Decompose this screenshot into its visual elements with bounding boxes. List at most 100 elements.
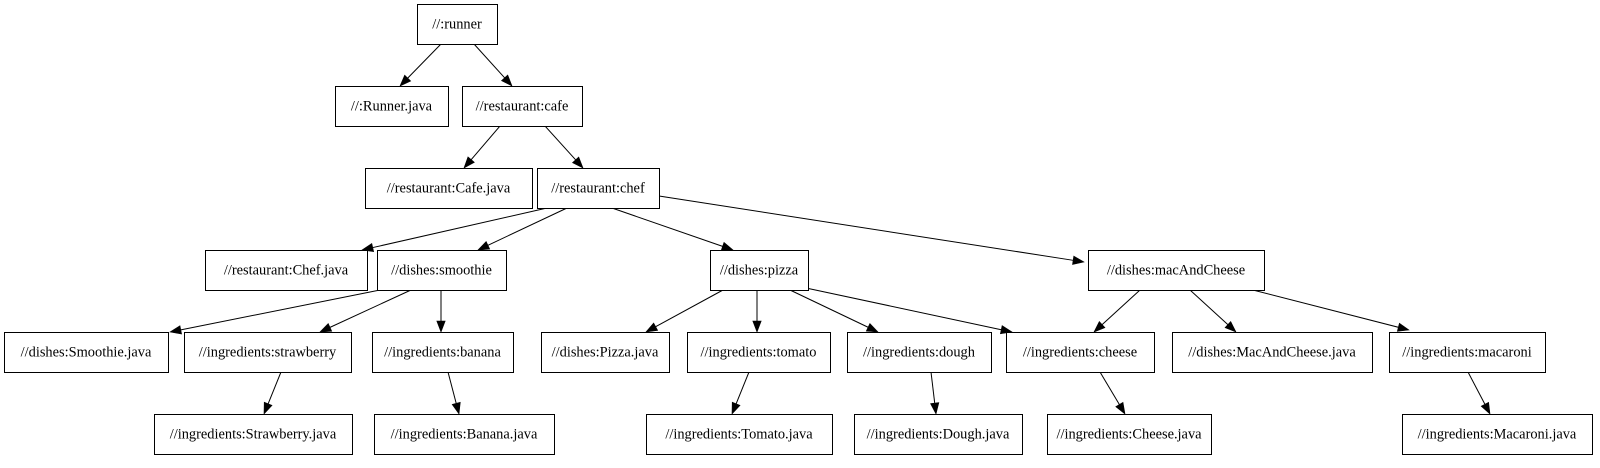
node-label: //dishes:Pizza.java — [552, 344, 659, 360]
node-label: //ingredients:tomato — [701, 344, 817, 360]
edge-arrowhead — [169, 325, 182, 335]
graph-node-restaurant_chef[interactable]: //restaurant:chef — [537, 168, 660, 209]
graph-node-runner[interactable]: //:runner — [417, 4, 498, 45]
graph-edge — [645, 289, 724, 333]
graph-node-dishes_macandcheese[interactable]: //dishes:macAndCheese — [1088, 250, 1265, 291]
edge-line — [1467, 371, 1486, 405]
node-label: //restaurant:Cafe.java — [387, 180, 511, 196]
node-box[interactable] — [184, 332, 352, 373]
edge-line — [1099, 371, 1120, 405]
edge-arrowhead — [319, 323, 333, 333]
node-label: //dishes:macAndCheese — [1107, 262, 1245, 278]
node-box[interactable] — [847, 332, 992, 373]
node-box[interactable] — [537, 168, 660, 209]
node-box[interactable] — [1402, 414, 1593, 455]
edge-arrowhead — [930, 402, 940, 415]
graph-node-ing_macaroni[interactable]: //ingredients:macaroni — [1389, 332, 1546, 373]
graph-node-restaurant_cafe[interactable]: //restaurant:cafe — [462, 86, 583, 127]
node-box[interactable] — [710, 250, 809, 291]
edge-arrowhead — [865, 322, 879, 333]
edge-arrowhead — [731, 401, 741, 415]
graph-node-ing_dough_java[interactable]: //ingredients:Dough.java — [854, 414, 1023, 455]
edge-line — [267, 371, 282, 404]
node-label: //ingredients:Macaroni.java — [1418, 426, 1577, 442]
node-box[interactable] — [335, 86, 449, 127]
graph-edge — [463, 125, 501, 169]
node-box[interactable] — [1047, 414, 1212, 455]
node-box[interactable] — [462, 86, 583, 127]
edge-arrowhead — [500, 74, 513, 87]
graph-node-restaurant_chef_java[interactable]: //restaurant:Chef.java — [205, 250, 368, 291]
graph-edge — [319, 289, 412, 333]
graph-edge — [805, 287, 1013, 335]
graph-edge — [169, 289, 381, 335]
edge-arrowhead — [399, 74, 412, 87]
graph-node-ing_strawberry_java[interactable]: //ingredients:Strawberry.java — [154, 414, 353, 455]
graph-node-dishes_smoothie_java[interactable]: //dishes:Smoothie.java — [4, 332, 169, 373]
graph-node-ing_banana[interactable]: //ingredients:banana — [372, 332, 514, 373]
node-label: //ingredients:dough — [863, 344, 975, 360]
node-box[interactable] — [154, 414, 353, 455]
edge-arrowhead — [1396, 322, 1410, 332]
graph-edge — [1189, 289, 1237, 333]
graph-node-dishes_mac_java[interactable]: //dishes:MacAndCheese.java — [1172, 332, 1373, 373]
node-label: //:runner — [432, 16, 482, 32]
edge-line — [930, 371, 936, 404]
node-label: //ingredients:Strawberry.java — [170, 426, 337, 442]
graph-node-ing_cheese_java[interactable]: //ingredients:Cheese.java — [1047, 414, 1212, 455]
graph-node-dishes_pizza_java[interactable]: //dishes:Pizza.java — [541, 332, 670, 373]
node-label: //ingredients:Tomato.java — [665, 426, 813, 442]
node-box[interactable] — [205, 250, 368, 291]
graph-node-dishes_pizza[interactable]: //dishes:pizza — [710, 250, 809, 291]
node-label: //dishes:smoothie — [391, 262, 492, 278]
graph-edge — [731, 371, 750, 415]
node-box[interactable] — [1389, 332, 1546, 373]
node-box[interactable] — [541, 332, 670, 373]
graph-node-runner_java[interactable]: //:Runner.java — [335, 86, 449, 127]
edge-line — [487, 207, 568, 246]
node-label: //ingredients:banana — [384, 344, 501, 360]
edge-line — [447, 371, 457, 404]
node-box[interactable] — [4, 332, 169, 373]
node-box[interactable] — [1088, 250, 1265, 291]
graph-edge — [361, 207, 548, 253]
graph-edge — [473, 43, 513, 87]
node-box[interactable] — [374, 414, 555, 455]
node-box[interactable] — [372, 332, 514, 373]
node-label: //ingredients:Cheese.java — [1056, 426, 1202, 442]
node-box[interactable] — [646, 414, 833, 455]
edge-arrowhead — [1093, 320, 1106, 333]
edge-arrowhead — [463, 156, 475, 169]
graph-edge — [658, 195, 1085, 265]
graph-node-ing_macaroni_java[interactable]: //ingredients:Macaroni.java — [1402, 414, 1593, 455]
node-box[interactable] — [1172, 332, 1373, 373]
node-box[interactable] — [854, 414, 1023, 455]
node-label: //ingredients:strawberry — [199, 344, 337, 360]
nodes-layer: //:runner //:Runner.java //restaurant:cafe… — [4, 4, 1593, 455]
node-label: //:Runner.java — [351, 98, 433, 114]
graph-node-ing_cheese[interactable]: //ingredients:cheese — [1006, 332, 1155, 373]
graph-node-dishes_smoothie[interactable]: //dishes:smoothie — [377, 250, 507, 291]
node-label: //restaurant:Chef.java — [224, 262, 349, 278]
graph-node-ing_tomato_java[interactable]: //ingredients:Tomato.java — [646, 414, 833, 455]
graph-node-ing_strawberry[interactable]: //ingredients:strawberry — [184, 332, 352, 373]
edge-arrowhead — [571, 156, 584, 169]
edge-arrowhead — [645, 322, 659, 333]
node-box[interactable] — [687, 332, 831, 373]
node-box[interactable] — [1006, 332, 1155, 373]
node-box[interactable] — [377, 250, 507, 291]
graph-edge — [263, 371, 282, 415]
graph-node-restaurant_cafe_java[interactable]: //restaurant:Cafe.java — [365, 168, 533, 209]
edge-line — [735, 371, 750, 404]
node-box[interactable] — [417, 4, 498, 45]
edge-arrowhead — [263, 401, 273, 415]
node-box[interactable] — [365, 168, 533, 209]
graph-edge — [752, 290, 762, 333]
edge-arrowhead — [720, 241, 734, 251]
graph-node-ing_dough[interactable]: //ingredients:dough — [847, 332, 992, 373]
edge-line — [1244, 287, 1399, 328]
edge-arrowhead — [752, 320, 762, 333]
graph-node-ing_tomato[interactable]: //ingredients:tomato — [687, 332, 831, 373]
graph-node-ing_banana_java[interactable]: //ingredients:Banana.java — [374, 414, 555, 455]
